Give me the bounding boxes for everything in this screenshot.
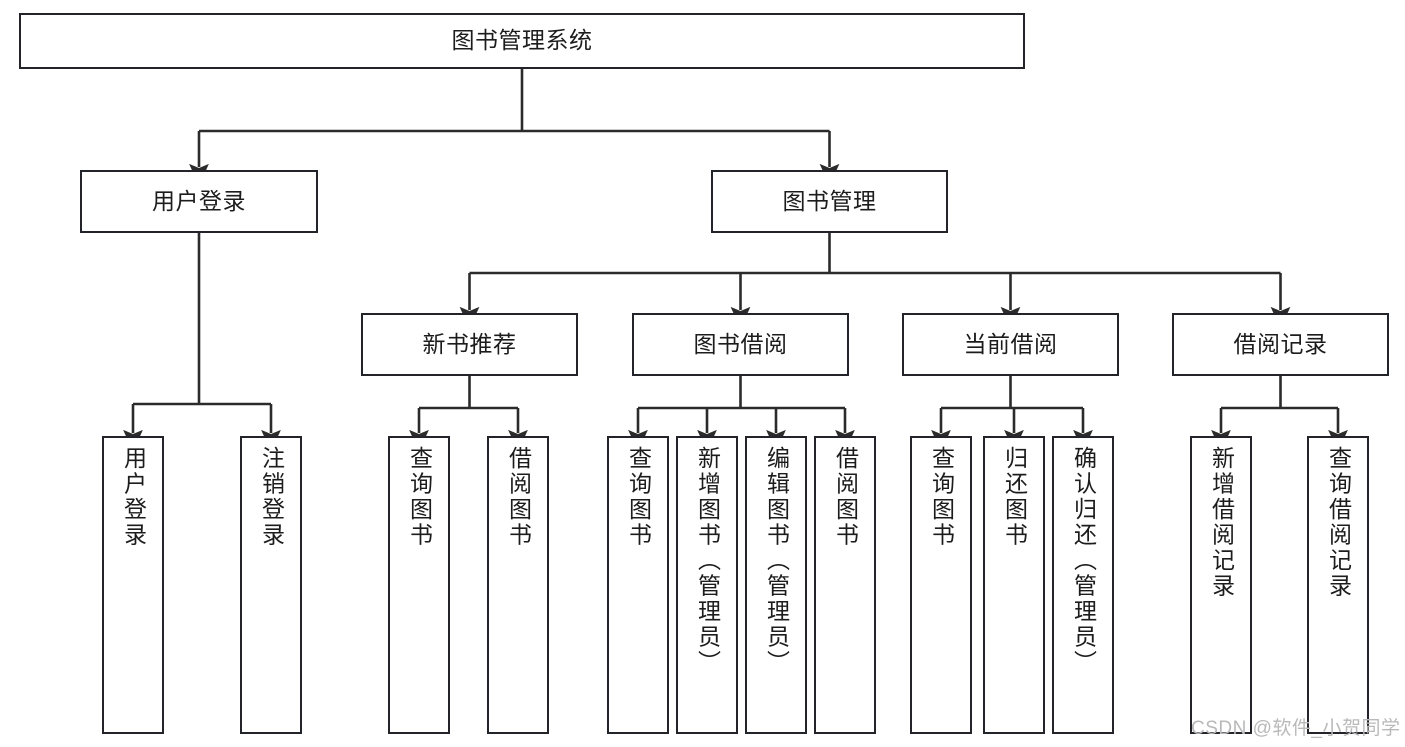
node-leaf-11[interactable]: 确认归还（管理员） <box>1052 436 1114 734</box>
node-label: 注销登录 <box>258 446 285 548</box>
node-l3-3[interactable]: 当前借阅 <box>902 313 1119 376</box>
node-leaf-8[interactable]: 借阅图书 <box>814 436 876 734</box>
node-label: 查询图书 <box>625 446 652 548</box>
node-leaf-7[interactable]: 编辑图书（管理员） <box>745 436 807 734</box>
node-leaf-2[interactable]: 注销登录 <box>240 436 302 734</box>
node-leaf-9[interactable]: 查询图书 <box>910 436 972 734</box>
node-l3-1[interactable]: 新书推荐 <box>361 313 578 376</box>
node-label: 当前借阅 <box>963 330 1058 357</box>
node-label: 确认归还（管理员） <box>1070 446 1097 676</box>
node-label: 图书管理系统 <box>451 27 593 54</box>
node-label: 查询图书 <box>928 446 955 548</box>
node-label: 图书管理 <box>782 187 877 214</box>
node-label: 图书借阅 <box>693 330 788 357</box>
node-label: 新增图书（管理员） <box>694 446 721 676</box>
node-label: 借阅图书 <box>832 446 859 548</box>
node-l3-4[interactable]: 借阅记录 <box>1172 313 1389 376</box>
node-leaf-4[interactable]: 借阅图书 <box>487 436 549 734</box>
node-label: 用户登录 <box>120 446 147 548</box>
node-l3-2[interactable]: 图书借阅 <box>632 313 849 376</box>
node-l2-2[interactable]: 图书管理 <box>711 170 948 233</box>
node-label: 新增借阅记录 <box>1208 446 1235 599</box>
node-label: 编辑图书（管理员） <box>763 446 790 676</box>
node-label: 查询借阅记录 <box>1325 446 1352 599</box>
node-root[interactable]: 图书管理系统 <box>19 13 1025 69</box>
node-leaf-1[interactable]: 用户登录 <box>102 436 164 734</box>
node-l2-1[interactable]: 用户登录 <box>80 170 318 233</box>
node-leaf-10[interactable]: 归还图书 <box>983 436 1045 734</box>
node-leaf-3[interactable]: 查询图书 <box>388 436 450 734</box>
node-label: 归还图书 <box>1001 446 1028 548</box>
node-leaf-13[interactable]: 查询借阅记录 <box>1307 436 1369 734</box>
node-label: 新书推荐 <box>422 330 517 357</box>
node-label: 查询图书 <box>406 446 433 548</box>
node-leaf-5[interactable]: 查询图书 <box>607 436 669 734</box>
node-label: 借阅记录 <box>1233 330 1328 357</box>
node-label: 借阅图书 <box>505 446 532 548</box>
node-leaf-12[interactable]: 新增借阅记录 <box>1190 436 1252 734</box>
node-leaf-6[interactable]: 新增图书（管理员） <box>676 436 738 734</box>
watermark-text: CSDN @软件_小贺同学 <box>1191 718 1401 739</box>
node-label: 用户登录 <box>152 187 246 214</box>
